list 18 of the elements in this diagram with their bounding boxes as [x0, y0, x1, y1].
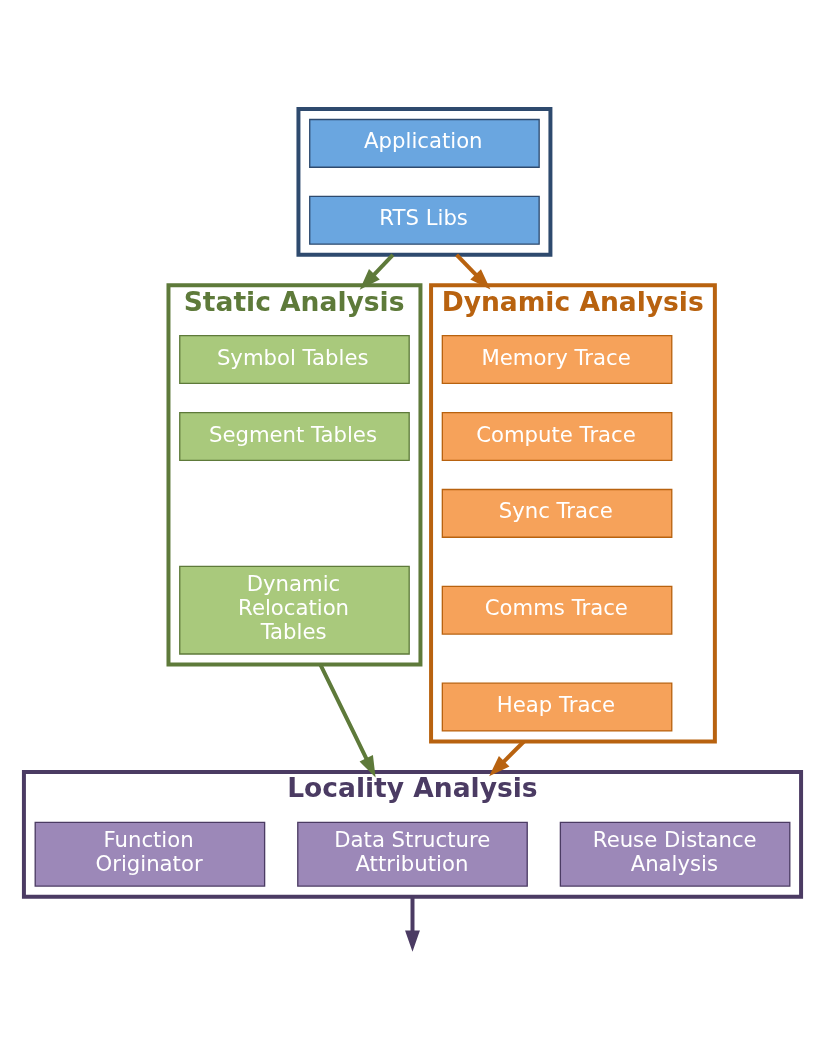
node-box: Comms Trace: [441, 585, 673, 635]
node-box: Reuse Distance Analysis: [559, 821, 791, 887]
arrow: [359, 252, 395, 290]
node-box: Symbol Tables: [179, 334, 410, 384]
node-box: Compute Trace: [441, 411, 673, 461]
node-box: Heap Trace: [441, 682, 673, 732]
cluster: [296, 106, 553, 257]
node-box: Segment Tables: [179, 411, 410, 461]
arrow: [455, 252, 491, 290]
node-box: RTS Libs: [309, 195, 540, 245]
node-box: Application: [309, 118, 540, 168]
arrow: [318, 663, 376, 777]
node-box: Memory Trace: [441, 334, 673, 384]
arrow: [405, 896, 420, 952]
node-box: Data Structure Attribution: [297, 821, 528, 887]
node-box: Sync Trace: [441, 488, 673, 538]
node-box: Dynamic Relocation Tables: [179, 565, 410, 655]
node-box: Function Originator: [34, 821, 266, 887]
